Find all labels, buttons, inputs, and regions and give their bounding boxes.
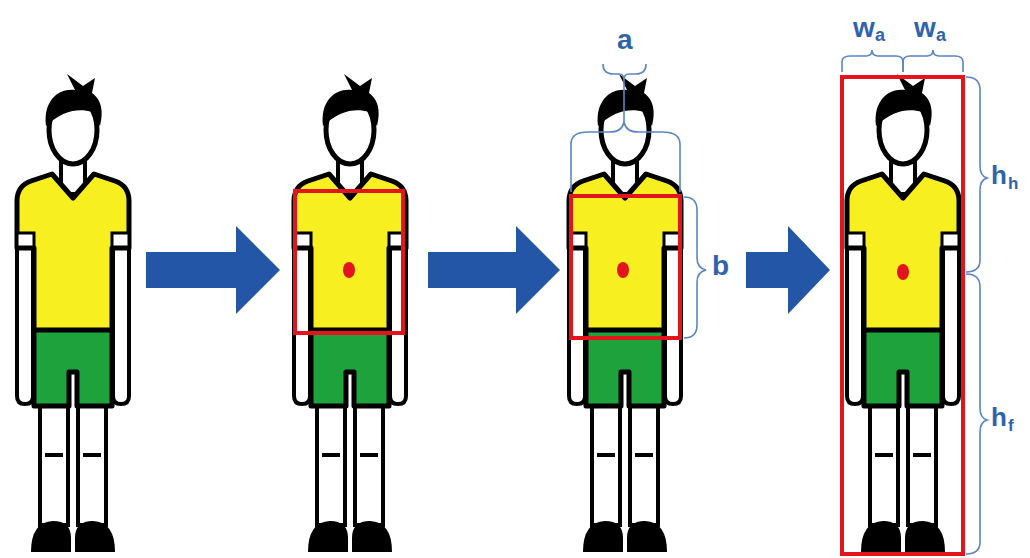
player-figure [847,74,959,552]
leader-line [623,80,625,122]
player-figure [569,74,681,552]
dimension-label: w [914,14,936,42]
dimension-label: h [991,162,1007,188]
player-figure [17,74,129,552]
center-dot [617,262,629,278]
player-figure [294,74,406,552]
height-bracket [966,77,987,272]
center-dot [343,262,355,278]
dimension-label: w [853,14,875,42]
dimension-subscript: a [875,26,885,44]
label-bracket [603,64,646,80]
dimension-subscript: f [1008,417,1014,434]
torso-box [571,196,680,338]
block-arrow [146,226,280,314]
body-box [842,77,963,554]
height-bracket [966,274,987,554]
block-arrow [746,226,830,314]
dimension-subscript: a [936,26,946,44]
dimension-label: h [991,404,1007,430]
dimension-label: a [617,26,633,54]
height-bracket [684,197,706,338]
dimension-subscript: h [1008,175,1018,192]
torso-box [295,191,403,333]
block-arrow [428,226,560,314]
dimension-label: b [712,252,729,280]
width-bracket [571,122,680,192]
center-dot [897,264,909,280]
width-bracket [903,50,963,72]
width-bracket [842,50,903,72]
